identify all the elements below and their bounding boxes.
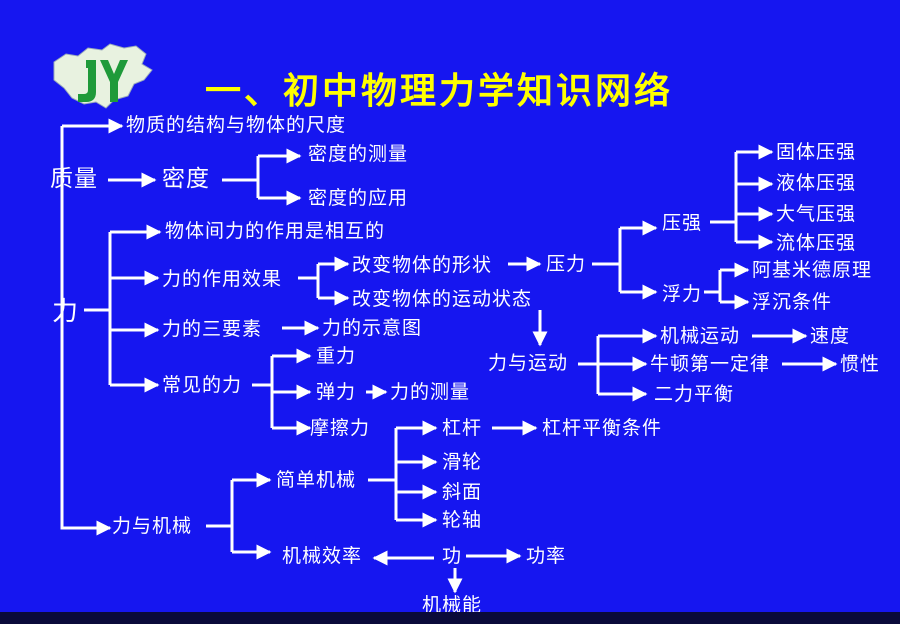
node-efficiency: 机械效率 — [282, 545, 363, 567]
node-diagram: 力的示意图 — [322, 317, 423, 339]
page-title: 一、初中物理力学知识网络 — [205, 71, 674, 112]
node-pressure-force: 压力 — [546, 253, 587, 275]
node-density-measure: 密度的测量 — [308, 143, 409, 165]
node-force-machine: 力与机械 — [112, 515, 193, 537]
node-change-shape: 改变物体的形状 — [352, 254, 493, 276]
node-mutual: 物体间力的作用是相互的 — [165, 220, 386, 242]
node-speed: 速度 — [810, 325, 851, 347]
node-elastic: 弹力 — [316, 381, 357, 403]
node-lever: 杠杆 — [442, 417, 483, 439]
link-machine-branch — [206, 480, 234, 552]
node-fluid-p: 流体压强 — [776, 232, 857, 254]
node-structure: 物质的结构与物体的尺度 — [126, 114, 347, 136]
link-simple-kinds — [368, 428, 398, 520]
node-archimedes: 阿基米德原理 — [752, 259, 873, 281]
link-spine — [60, 126, 112, 536]
node-force: 力 — [52, 297, 80, 327]
bottom-bar — [0, 612, 900, 624]
node-lever-cond: 杠杆平衡条件 — [542, 417, 663, 439]
node-liquid-p: 液体压强 — [776, 172, 857, 194]
node-pulley: 滑轮 — [442, 451, 483, 473]
node-mech-motion: 机械运动 — [660, 325, 741, 347]
link-buoyancy-branch — [704, 270, 722, 302]
node-work: 功 — [442, 545, 463, 567]
node-common: 常见的力 — [162, 374, 243, 396]
link-motion-branch — [578, 336, 600, 394]
node-power: 功率 — [526, 545, 567, 567]
node-incline: 斜面 — [442, 481, 483, 503]
logo-letter-j — [78, 60, 96, 102]
link-force — [84, 232, 112, 385]
node-friction: 摩擦力 — [310, 417, 371, 439]
node-axle: 轮轴 — [442, 509, 483, 531]
node-change-motion: 改变物体的运动状态 — [352, 288, 533, 310]
logo-letter-y — [100, 60, 128, 102]
node-mech-energy: 机械能 — [422, 594, 483, 616]
node-density-apply: 密度的应用 — [308, 187, 409, 209]
node-balance: 二力平衡 — [654, 383, 735, 405]
node-float-sink: 浮沉条件 — [752, 291, 833, 313]
node-density: 密度 — [162, 166, 210, 192]
node-three-elements: 力的三要素 — [162, 318, 263, 340]
link-effect-branch — [298, 264, 320, 298]
node-mass: 质量 — [50, 166, 98, 192]
link-density-branch — [222, 154, 298, 200]
node-simple-machine: 简单机械 — [276, 469, 357, 491]
node-effect: 力的作用效果 — [162, 268, 283, 290]
node-gravity: 重力 — [316, 345, 357, 367]
node-force-motion: 力与运动 — [488, 352, 569, 374]
node-inertia: 惯性 — [840, 353, 881, 375]
node-pressure: 压强 — [662, 212, 703, 234]
node-newton: 牛顿第一定律 — [650, 353, 771, 375]
link-pressure-kinds — [710, 152, 738, 242]
link-pressure-branch — [592, 228, 622, 292]
school-logo — [53, 43, 153, 109]
node-buoyancy: 浮力 — [662, 283, 703, 305]
node-air-p: 大气压强 — [776, 203, 857, 225]
link-common-branch — [252, 356, 274, 428]
node-force-measure: 力的测量 — [390, 381, 471, 403]
node-solid-p: 固体压强 — [776, 141, 857, 163]
